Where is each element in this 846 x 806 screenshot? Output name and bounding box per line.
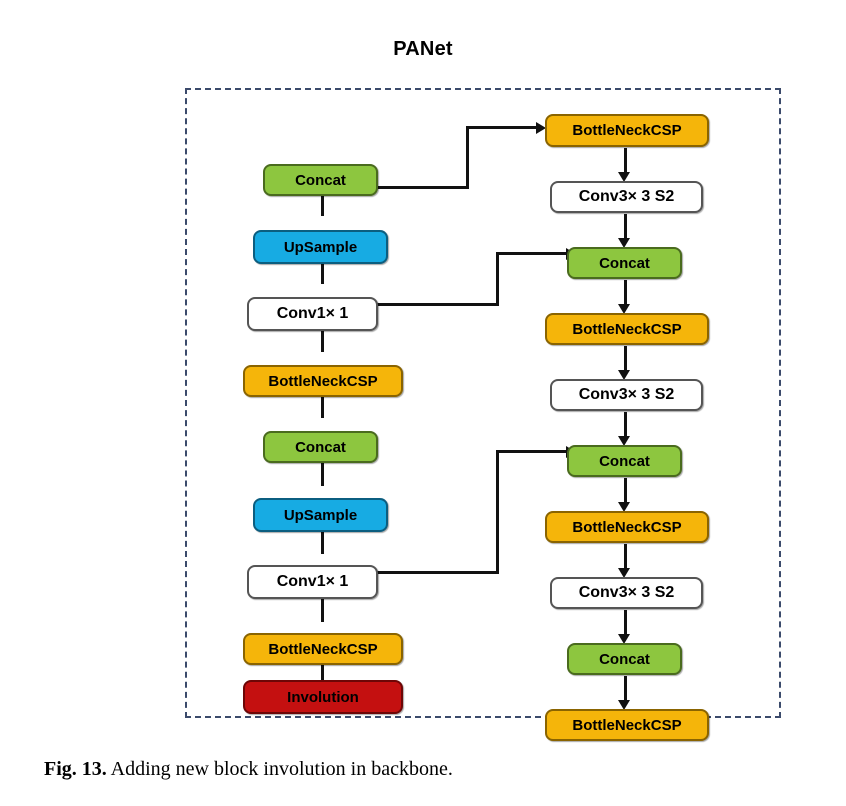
panet-dashed-container: Concat UpSample Conv1× 1 BottleNeckCSP C…: [185, 88, 781, 741]
node-conv3x3s2-1[interactable]: Conv3× 3 S2: [550, 181, 703, 213]
arrow-bncsp2-to-conv2-line: [321, 322, 324, 352]
arrow-rconcat2-to-rbncsp3-head: [618, 502, 630, 512]
cross3-segment-vertical: [496, 450, 499, 574]
node-bottleneckcsp-left-2[interactable]: BottleNeckCSP: [243, 365, 403, 397]
node-bottleneckcsp-left-1[interactable]: BottleNeckCSP: [243, 633, 403, 665]
arrow-rconv1-to-rconcat1-head: [618, 238, 630, 248]
arrow-rbncsp3-to-rconv3-head: [618, 568, 630, 578]
node-conv3x3s2-2[interactable]: Conv3× 3 S2: [550, 379, 703, 411]
node-label: Concat: [599, 650, 650, 668]
node-upsample-2[interactable]: UpSample: [253, 230, 388, 264]
arrow-upsample1-to-concatmid-line: [321, 456, 324, 486]
caption-label: Fig. 13.: [44, 758, 107, 780]
node-involution[interactable]: Involution: [243, 680, 403, 714]
node-label: Conv3× 3 S2: [578, 188, 675, 205]
node-bottleneckcsp-right-4[interactable]: BottleNeckCSP: [545, 709, 709, 741]
node-label: BottleNeckCSP: [572, 716, 682, 734]
node-concat-top[interactable]: Concat: [263, 164, 378, 196]
cross3-segment-horizontal-upper: [496, 450, 568, 453]
node-conv1x1-2[interactable]: Conv1× 1: [247, 297, 378, 331]
arrow-rbncsp2-to-rconv2-line: [624, 346, 627, 372]
node-bottleneckcsp-right-1[interactable]: BottleNeckCSP: [545, 114, 709, 147]
arrow-conv1-to-upsample1-line: [321, 524, 324, 554]
arrow-rconv2-to-rconcat2-line: [624, 412, 627, 440]
node-label: BottleNeckCSP: [268, 640, 378, 658]
node-conv3x3s2-3[interactable]: Conv3× 3 S2: [550, 577, 703, 609]
node-upsample-1[interactable]: UpSample: [253, 498, 388, 532]
cross3-segment-horizontal-lower: [377, 571, 499, 574]
node-label: Conv1× 1: [276, 305, 349, 322]
node-label: BottleNeckCSP: [572, 518, 682, 536]
arrow-rbncsp1-to-rconv1-head: [618, 172, 630, 182]
node-label: Concat: [599, 254, 650, 272]
cross2-segment-horizontal-upper: [496, 252, 568, 255]
caption-text: Adding new block involution in backbone.: [106, 758, 453, 780]
arrow-involution-to-bncsp1-line: [321, 660, 324, 684]
cross1-segment-vertical: [466, 126, 469, 189]
arrow-rconv3-to-rconcat3-line: [624, 610, 627, 638]
node-concat-right-3[interactable]: Concat: [567, 643, 682, 675]
arrow-rbncsp3-to-rconv3-line: [624, 544, 627, 570]
arrow-rconcat1-to-rbncsp2-head: [618, 304, 630, 314]
node-label: Concat: [295, 438, 346, 456]
node-label: BottleNeckCSP: [572, 122, 682, 139]
node-label: BottleNeckCSP: [268, 372, 378, 390]
arrow-rbncsp2-to-rconv2-head: [618, 370, 630, 380]
node-label: Concat: [599, 452, 650, 470]
cross2-segment-horizontal-lower: [377, 303, 499, 306]
node-conv1x1-1[interactable]: Conv1× 1: [247, 565, 378, 599]
cross1-arrow-head: [536, 122, 546, 134]
arrow-rbncsp1-to-rconv1-line: [624, 148, 627, 174]
node-label: Conv1× 1: [276, 573, 349, 590]
node-label: Concat: [295, 171, 346, 189]
node-bottleneckcsp-right-2[interactable]: BottleNeckCSP: [545, 313, 709, 345]
arrow-concatmid-to-bncsp2-line: [321, 390, 324, 418]
arrow-bncsp1-to-conv1-line: [321, 592, 324, 622]
arrow-rconv3-to-rconcat3-head: [618, 634, 630, 644]
cross2-segment-vertical: [496, 252, 499, 306]
node-label: Involution: [287, 688, 359, 706]
cross1-segment-horizontal-lower: [377, 186, 469, 189]
arrow-rconv2-to-rconcat2-head: [618, 436, 630, 446]
node-concat-mid[interactable]: Concat: [263, 431, 378, 463]
arrow-upsample2-to-concattop-line: [321, 188, 324, 216]
node-label: Conv3× 3 S2: [578, 584, 675, 601]
node-label: Conv3× 3 S2: [578, 386, 675, 403]
arrow-rconcat1-to-rbncsp2-line: [624, 280, 627, 306]
node-label: BottleNeckCSP: [572, 320, 682, 338]
node-label: UpSample: [283, 238, 358, 256]
arrow-rconcat3-to-rbncsp4-line: [624, 676, 627, 702]
arrow-rconcat2-to-rbncsp3-line: [624, 478, 627, 504]
arrow-rconv1-to-rconcat1-line: [624, 214, 627, 242]
figure-title: PANet: [393, 38, 453, 60]
node-concat-right-1[interactable]: Concat: [567, 247, 682, 279]
node-bottleneckcsp-right-3[interactable]: BottleNeckCSP: [545, 511, 709, 543]
node-label: UpSample: [283, 506, 358, 524]
figure-caption: Fig. 13. Adding new block involution in …: [44, 758, 804, 781]
arrow-conv2-to-upsample2-line: [321, 254, 324, 284]
node-concat-right-2[interactable]: Concat: [567, 445, 682, 477]
arrow-rconcat3-to-rbncsp4-head: [618, 700, 630, 710]
cross1-segment-horizontal-upper: [466, 126, 538, 129]
